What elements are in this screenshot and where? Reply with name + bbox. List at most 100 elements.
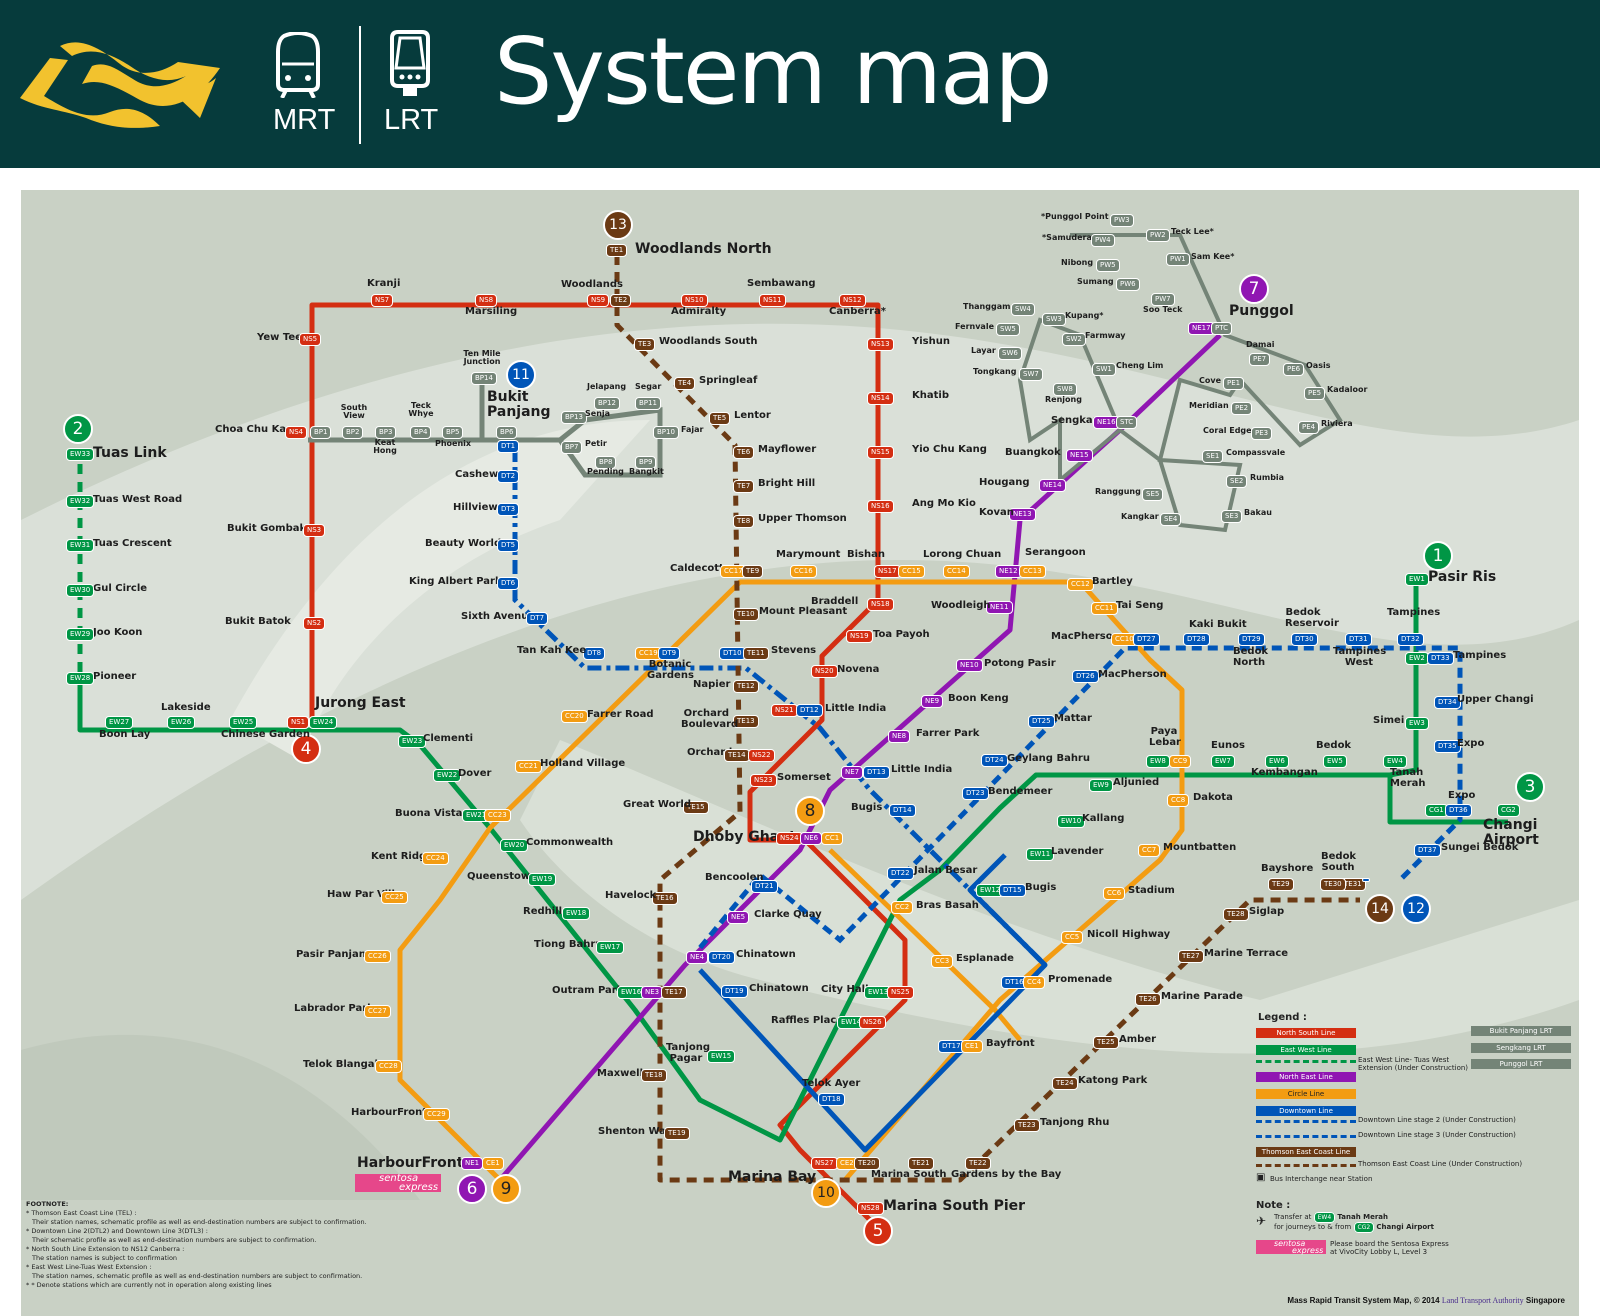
station-nicoll-highway[interactable]: Nicoll Highway [1087, 929, 1171, 940]
station-beauty-world[interactable]: Beauty World [425, 538, 502, 549]
station-marine-parade[interactable]: Marine Parade [1161, 991, 1243, 1002]
station-tampines-east[interactable]: Upper Changi [1457, 694, 1534, 705]
station-rochor[interactable]: Bugis [851, 802, 883, 813]
station-expo[interactable]: Expo [1448, 790, 1476, 801]
station-labrador-park[interactable]: Telok Blangah [303, 1059, 382, 1070]
station-marsiling[interactable]: Marsiling [465, 306, 518, 317]
station-ubi[interactable]: Kaki Bukit [1189, 619, 1247, 630]
station-fajar[interactable]: Fajar [681, 425, 704, 434]
station-chinatown[interactable]: Chinatown [736, 949, 796, 960]
station-bukit-gombak[interactable]: Bukit Gombak [227, 523, 307, 534]
station-pioneer[interactable]: Pioneer [93, 671, 137, 682]
station-lavender[interactable]: Lavender [1051, 846, 1104, 857]
station-holland-village[interactable]: Holland Village [540, 758, 626, 769]
station-bartley[interactable]: Bartley [1092, 576, 1133, 587]
station-sengkang[interactable]: Sengkang [1051, 415, 1107, 426]
station-amber[interactable]: Amber [1119, 1034, 1157, 1045]
station-buona-vista[interactable]: Buona Vista [395, 808, 463, 819]
station-kadaloor[interactable]: Kadaloor [1327, 385, 1368, 394]
station-somerset[interactable]: Somerset [777, 772, 831, 783]
station-sumang[interactable]: Sumang [1077, 277, 1114, 286]
station-katong-park[interactable]: Katong Park [1078, 1075, 1148, 1086]
station-farmway[interactable]: Farmway [1085, 331, 1126, 340]
station-marina-bay[interactable]: Marina Bay [728, 1169, 817, 1185]
station-pasir-ris[interactable]: Pasir Ris [1428, 569, 1497, 585]
station-joo-koon[interactable]: Joo Koon [93, 627, 143, 638]
station-telok-blangah[interactable]: HarbourFront [351, 1107, 428, 1118]
station-king-albert-park[interactable]: King Albert Park [409, 576, 502, 587]
station-caldecott[interactable]: Caldecott [670, 563, 724, 574]
station-kallang[interactable]: Kallang [1082, 813, 1125, 824]
station-kangkar[interactable]: Kangkar [1121, 512, 1159, 521]
station-mayflower[interactable]: Mayflower [758, 444, 817, 455]
station-jurong-east[interactable]: Jurong East [315, 695, 406, 711]
station-geylang-bahru[interactable]: Mattar [1054, 713, 1092, 724]
station-bukit-panjang[interactable]: Bukit Panjang [487, 389, 551, 420]
station-ang-mo-kio[interactable]: Ang Mo Kio [912, 498, 976, 509]
station-dhoby-ghaut[interactable]: Dhoby Ghaut [693, 829, 796, 845]
station-bras-basah[interactable]: Bras Basah [916, 900, 979, 911]
station-bendemeer[interactable]: Geylang Bahru [1007, 753, 1090, 764]
station-jelapang[interactable]: Jelapang [587, 382, 627, 391]
station-boon-lay[interactable]: Boon Lay [99, 729, 151, 740]
station-kent-ridge[interactable]: Haw Par Villa [327, 889, 402, 900]
station-yew-tee[interactable]: Yew Tee [257, 332, 302, 343]
station-woodlands-north[interactable]: Woodlands North [635, 241, 772, 257]
station-compassvale[interactable]: Compassvale [1226, 448, 1286, 457]
station-maxwell[interactable]: Maxwell [597, 1068, 644, 1079]
station-bedok-north[interactable]: Bedok Reservoir [1285, 607, 1339, 629]
station-aljunied[interactable]: Aljunied [1113, 777, 1160, 788]
station-damai[interactable]: Damai [1246, 340, 1275, 349]
station-bedok-south[interactable]: Bedok South [1321, 851, 1357, 873]
station-botanic-gardens[interactable]: Botanic Gardens [647, 659, 694, 681]
station-lentor[interactable]: Lentor [734, 410, 771, 421]
station-marymount[interactable]: Marymount [776, 549, 841, 560]
station-city-hall[interactable]: City Hall [821, 984, 869, 995]
station-queenstown[interactable]: Queenstown [467, 871, 538, 882]
station-oasis[interactable]: Oasis [1306, 361, 1331, 370]
station-tanjong-rhu[interactable]: Tanjong Rhu [1040, 1117, 1110, 1128]
station-sam-kee[interactable]: Sam Kee* [1191, 252, 1235, 261]
station-stevens[interactable]: Stevens [771, 645, 817, 656]
station-xilin[interactable]: Sungei Bedok [1441, 842, 1519, 853]
station-woodleigh[interactable]: Woodleigh [931, 600, 991, 611]
station-choa-chu-kang[interactable]: Choa Chu Kang [215, 424, 301, 435]
station-bakau[interactable]: Bakau [1244, 508, 1272, 517]
station-yio-chu-kang[interactable]: Yio Chu Kang [912, 444, 987, 455]
station-admiralty[interactable]: Admiralty [671, 306, 727, 317]
station-farrer-park[interactable]: Farrer Park [916, 728, 980, 739]
station-layar[interactable]: Layar [971, 346, 996, 355]
station-little-india[interactable]: Little India [891, 764, 953, 775]
station-napier[interactable]: Napier [693, 679, 731, 690]
station-lakeside[interactable]: Lakeside [161, 702, 211, 713]
station-springleaf[interactable]: Springleaf [699, 375, 758, 386]
station-tampines[interactable]: Tampines [1453, 650, 1507, 661]
station-buangkok[interactable]: Buangkok [1005, 447, 1061, 458]
station-keat-hong[interactable]: Keat Hong [373, 438, 397, 456]
station-tampines-west[interactable]: Tampines [1387, 607, 1441, 618]
station-bukit-batok[interactable]: Bukit Batok [225, 616, 291, 627]
station-jalan-besar[interactable]: Bendemeer [988, 786, 1053, 797]
station-punggol[interactable]: Punggol [1229, 303, 1294, 319]
station-punggol-point[interactable]: *Punggol Point [1041, 212, 1109, 221]
station-cheng-lim[interactable]: Cheng Lim [1116, 361, 1164, 370]
station-kranji[interactable]: Kranji [367, 278, 401, 289]
station-tuas-crescent[interactable]: Tuas Crescent [93, 538, 172, 549]
station-yishun[interactable]: Yishun [912, 336, 950, 347]
station-dover[interactable]: Dover [458, 768, 492, 779]
station-tai-seng[interactable]: Tai Seng [1116, 600, 1164, 611]
station-braddell[interactable]: Braddell [811, 596, 859, 607]
station-pasir-panjang[interactable]: Labrador Park [294, 1003, 374, 1014]
station-changi-airport[interactable]: Changi Airport [1483, 817, 1539, 848]
station-redhill[interactable]: Redhill [523, 906, 563, 917]
station-soo-teck[interactable]: Soo Teck [1143, 305, 1183, 314]
station-potong-pasir[interactable]: Potong Pasir [984, 658, 1056, 669]
station-meridian[interactable]: Meridian [1189, 401, 1229, 410]
station-serangoon[interactable]: Serangoon [1025, 547, 1086, 558]
station-outram-park[interactable]: Outram Park [552, 985, 624, 996]
station-bedok[interactable]: Bedok [1316, 740, 1352, 751]
station-novena[interactable]: Novena [837, 664, 880, 675]
station-cashew[interactable]: Cashew [455, 469, 499, 480]
station-bayfront[interactable]: Bayfront [986, 1038, 1035, 1049]
station-samudera[interactable]: *Samudera [1042, 233, 1092, 242]
